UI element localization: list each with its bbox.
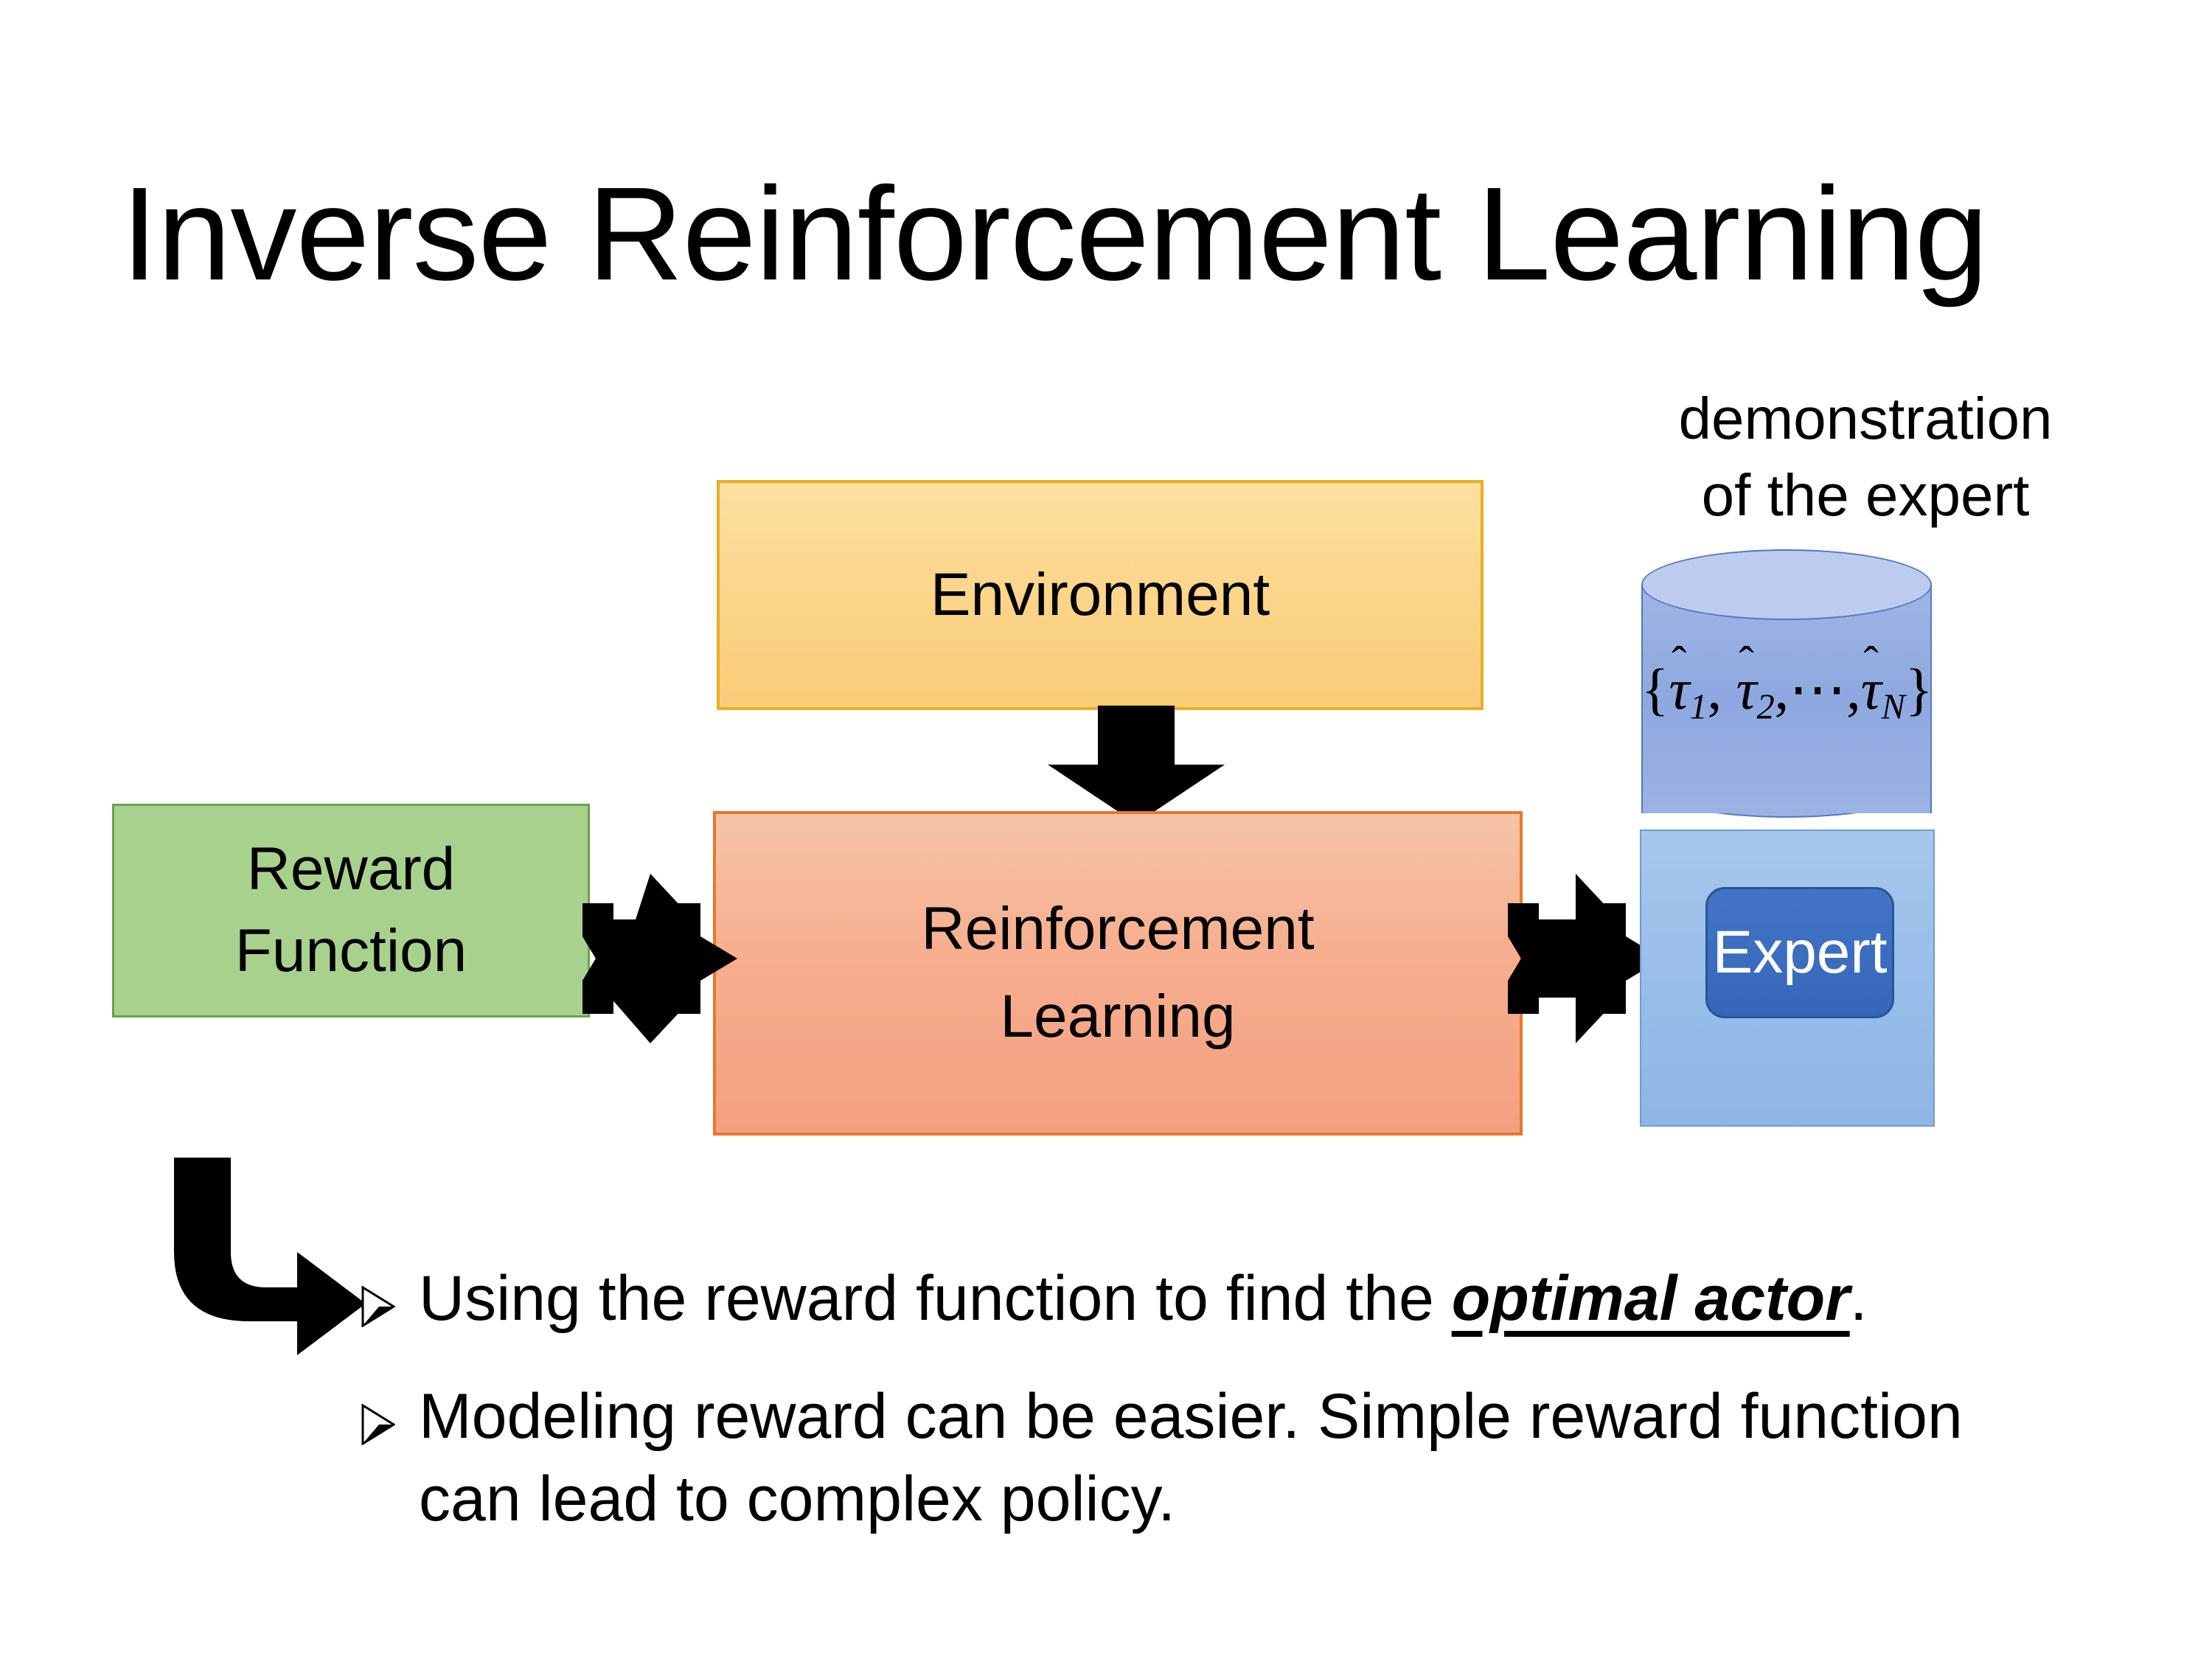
- quad-arrow-icon: [582, 874, 737, 1043]
- cylinder-top-ellipse: [1641, 549, 1932, 620]
- cylinder-body: [1641, 585, 1932, 813]
- expert-chip-label: Expert: [1712, 919, 1888, 986]
- demonstration-caption-line1: demonstration: [1678, 386, 2053, 451]
- demonstration-caption: demonstration of the expert: [1607, 380, 2124, 534]
- reward-function-box: Reward Function: [112, 804, 590, 1018]
- quad-arrow-icon: [1508, 874, 1663, 1043]
- list-item: Modeling reward can be easier. Simple re…: [361, 1376, 2057, 1541]
- demonstration-cylinder: {̂τ1, ̂τ2,⋯,̂τN}: [1641, 549, 1933, 844]
- environment-box: Environment: [717, 480, 1484, 710]
- formula-tau-n: ̂τ: [1861, 656, 1882, 723]
- formula-sub-2: 2: [1756, 687, 1775, 727]
- bullet-list: Using the reward function to find the op…: [361, 1258, 2057, 1540]
- formula-comma-1: ,: [1707, 657, 1722, 721]
- bullet-1-suffix: .: [1849, 1263, 1868, 1334]
- rl-box-label-line1: Reinforcement: [921, 895, 1315, 963]
- formula-tau-1: ̂τ: [1669, 656, 1689, 723]
- formula-tau-symbol-1: τ: [1669, 657, 1690, 721]
- formula-ellipsis: ⋯: [1789, 657, 1847, 721]
- formula-tau-symbol-n: τ: [1860, 657, 1882, 721]
- list-item: Using the reward function to find the op…: [361, 1258, 2057, 1348]
- bent-arrow-icon: [174, 1158, 366, 1355]
- demonstration-caption-line2: of the expert: [1701, 462, 2030, 528]
- bullet-text-1: Using the reward function to find the op…: [419, 1258, 2057, 1340]
- triangle-bullet-icon: [361, 1258, 419, 1348]
- formula-sub-1: 1: [1689, 687, 1708, 727]
- formula-sub-n: N: [1881, 687, 1905, 727]
- page-title: Inverse Reinforcement Learning: [121, 160, 1988, 308]
- formula-comma-2: ,: [1774, 657, 1790, 721]
- formula-tau-2: ̂τ: [1736, 656, 1757, 723]
- bullet-2-prefix: Modeling reward can be easier. Simple re…: [419, 1380, 1963, 1534]
- down-arrow-icon: [1048, 706, 1225, 824]
- reinforcement-learning-box: Reinforcement Learning: [713, 811, 1523, 1135]
- bullet-1-prefix: Using the reward function to find the: [419, 1263, 1452, 1334]
- bullet-text-2: Modeling reward can be easier. Simple re…: [419, 1376, 2057, 1541]
- formula-open-brace: {: [1641, 657, 1669, 721]
- environment-box-label: Environment: [930, 560, 1270, 628]
- trajectory-set-formula: {̂τ1, ̂τ2,⋯,̂τN}: [1641, 656, 1933, 728]
- rl-box-label-line2: Learning: [1000, 983, 1236, 1050]
- formula-close-brace: }: [1905, 657, 1933, 721]
- formula-tau-symbol-2: τ: [1736, 657, 1757, 721]
- reward-box-label-line1: Reward: [246, 835, 456, 903]
- triangle-bullet-icon: [361, 1376, 419, 1466]
- reward-box-label-line2: Function: [234, 917, 467, 984]
- bullet-1-emphasis: optimal actor: [1451, 1263, 1850, 1334]
- expert-chip: Expert: [1705, 887, 1894, 1018]
- formula-comma-3: ,: [1846, 657, 1861, 721]
